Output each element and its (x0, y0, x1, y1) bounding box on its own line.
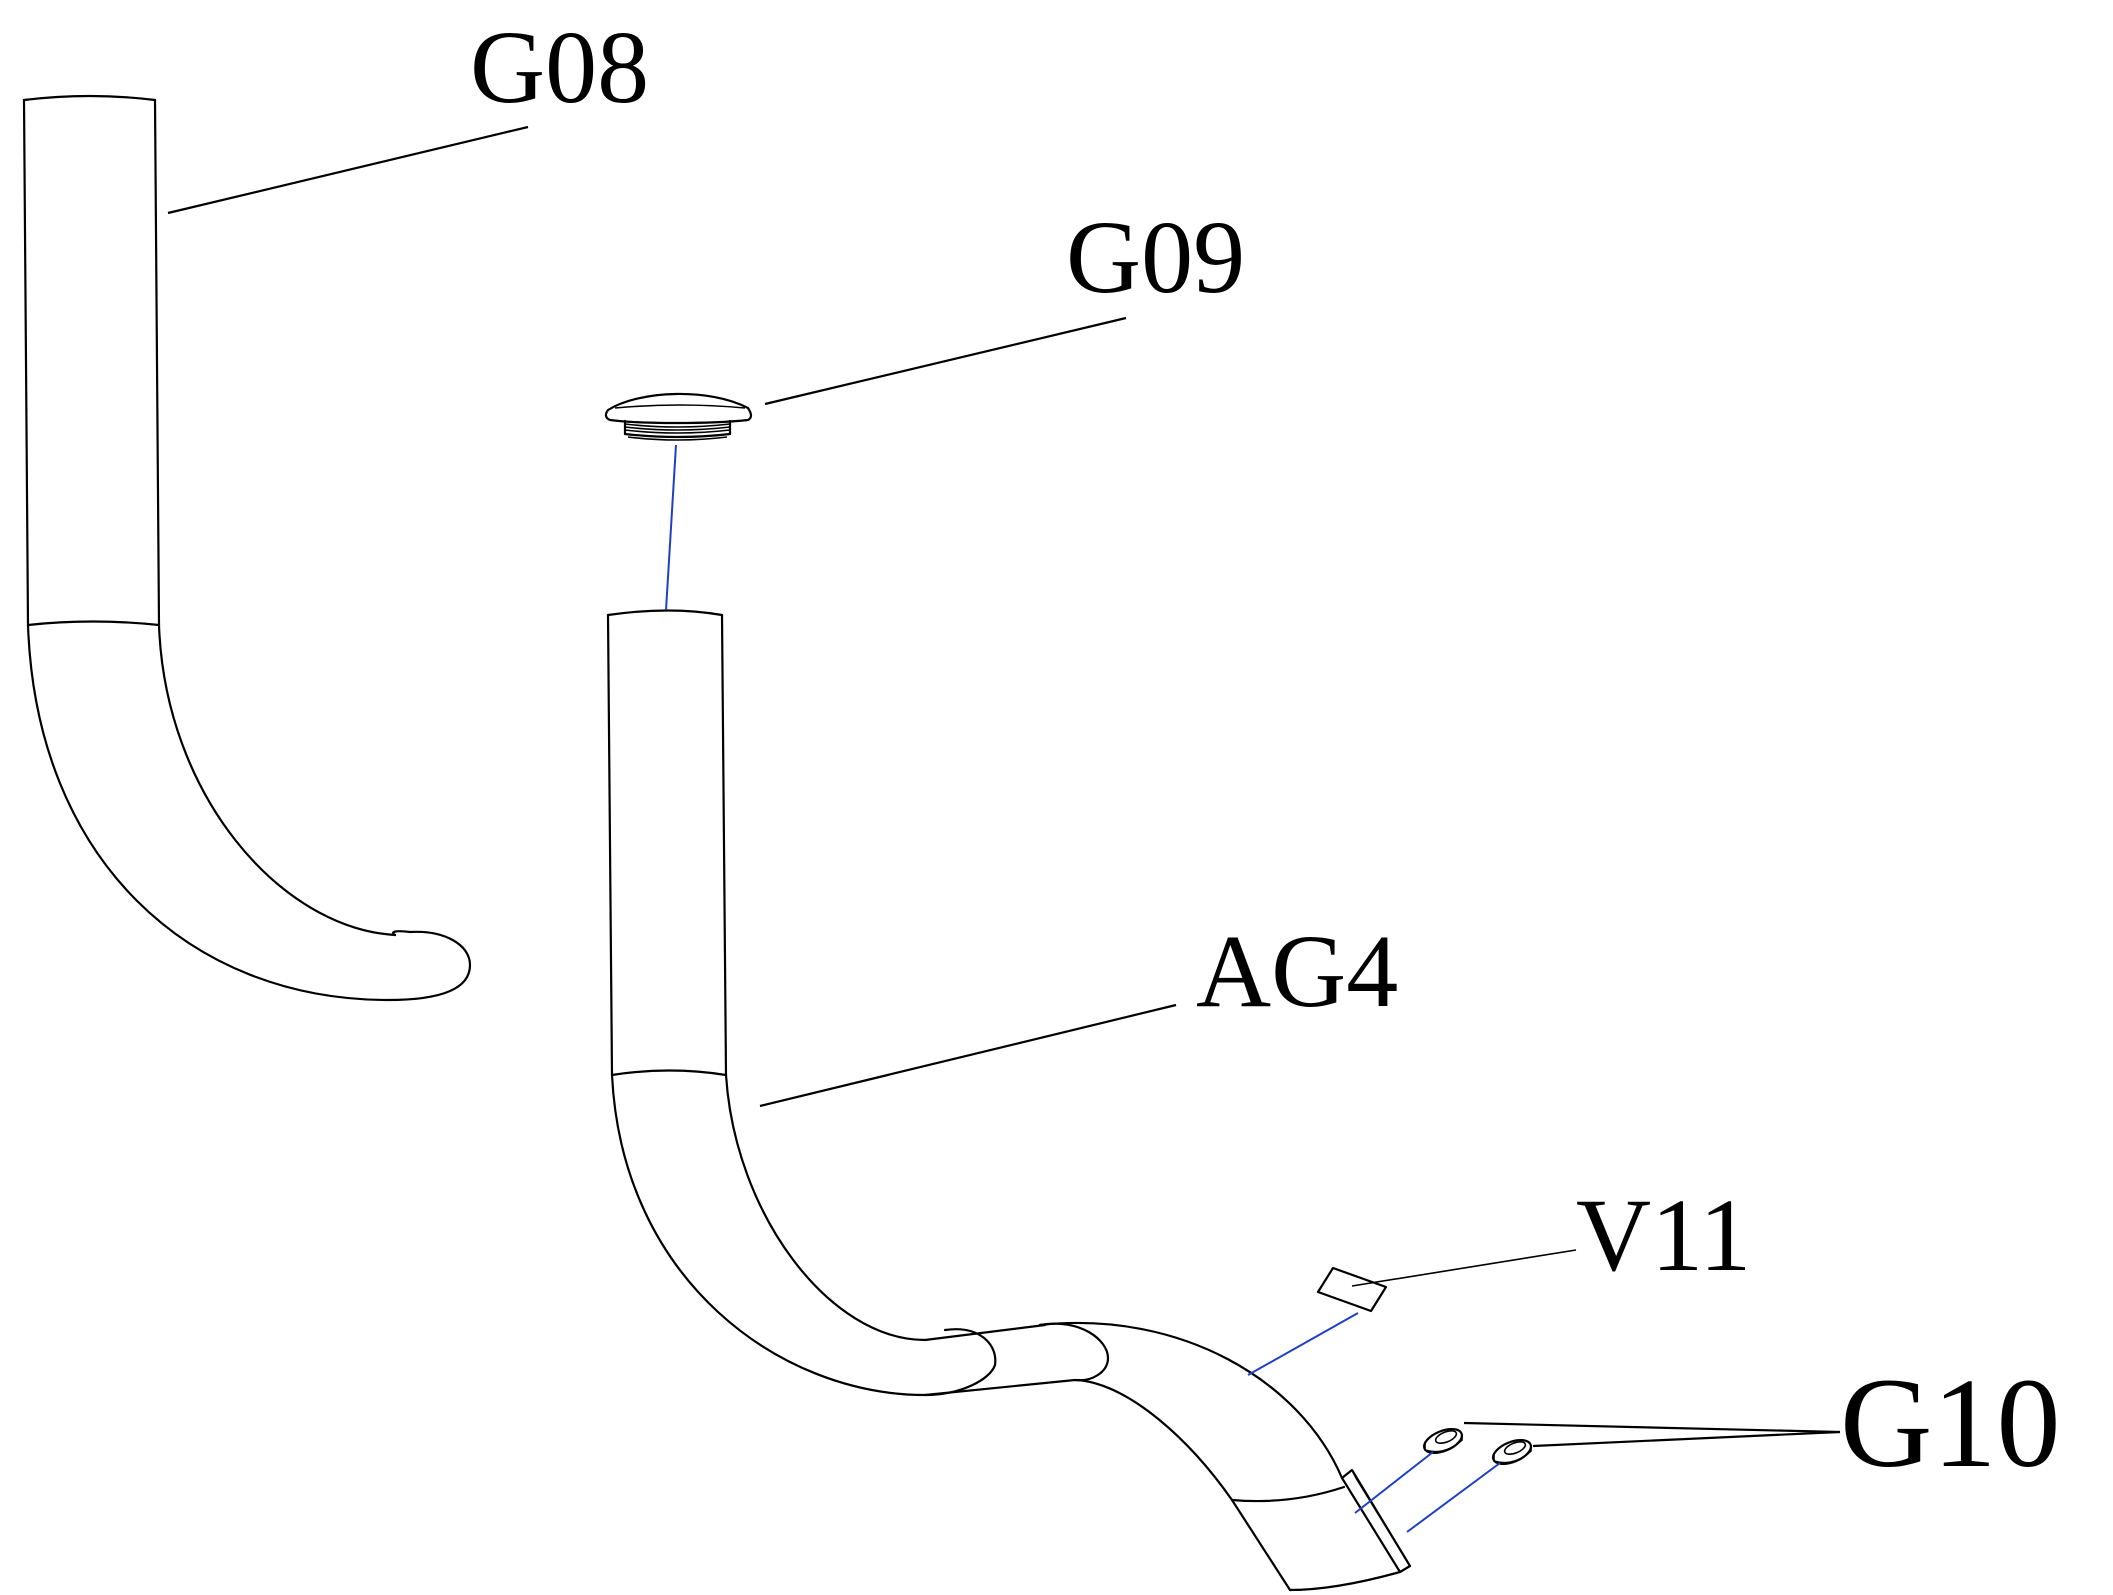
leader-g10-b (1532, 1430, 1841, 1448)
callout-labels: G08 G09 AG4 V11 G10 (470, 10, 2060, 1494)
part-g10-washers (1422, 1427, 1533, 1466)
label-g09: G09 (1066, 200, 1245, 315)
label-g08: G08 (470, 10, 649, 125)
leader-lines (167, 125, 1841, 1448)
leader-v11 (1351, 1249, 1577, 1287)
assembly-line-g09 (665, 444, 677, 611)
assembly-line-g10-b (1406, 1462, 1501, 1533)
assembly-line-g10-a (1354, 1451, 1434, 1514)
part-g08-spout (22, 94, 472, 1002)
label-ag4: AG4 (1196, 914, 1398, 1029)
assembly-line-v11 (1247, 1312, 1359, 1376)
part-v11-plate (1316, 1266, 1388, 1313)
label-v11: V11 (1576, 1178, 1751, 1293)
part-g09-cap (604, 392, 753, 441)
leader-g10-a (1463, 1421, 1841, 1434)
part-ag4-spout-body (606, 609, 1412, 1592)
assembly-lines (665, 444, 1501, 1533)
leader-g09 (764, 316, 1127, 406)
leader-ag4 (759, 1003, 1177, 1108)
leader-g08 (167, 125, 529, 215)
label-g10: G10 (1840, 1352, 2060, 1494)
